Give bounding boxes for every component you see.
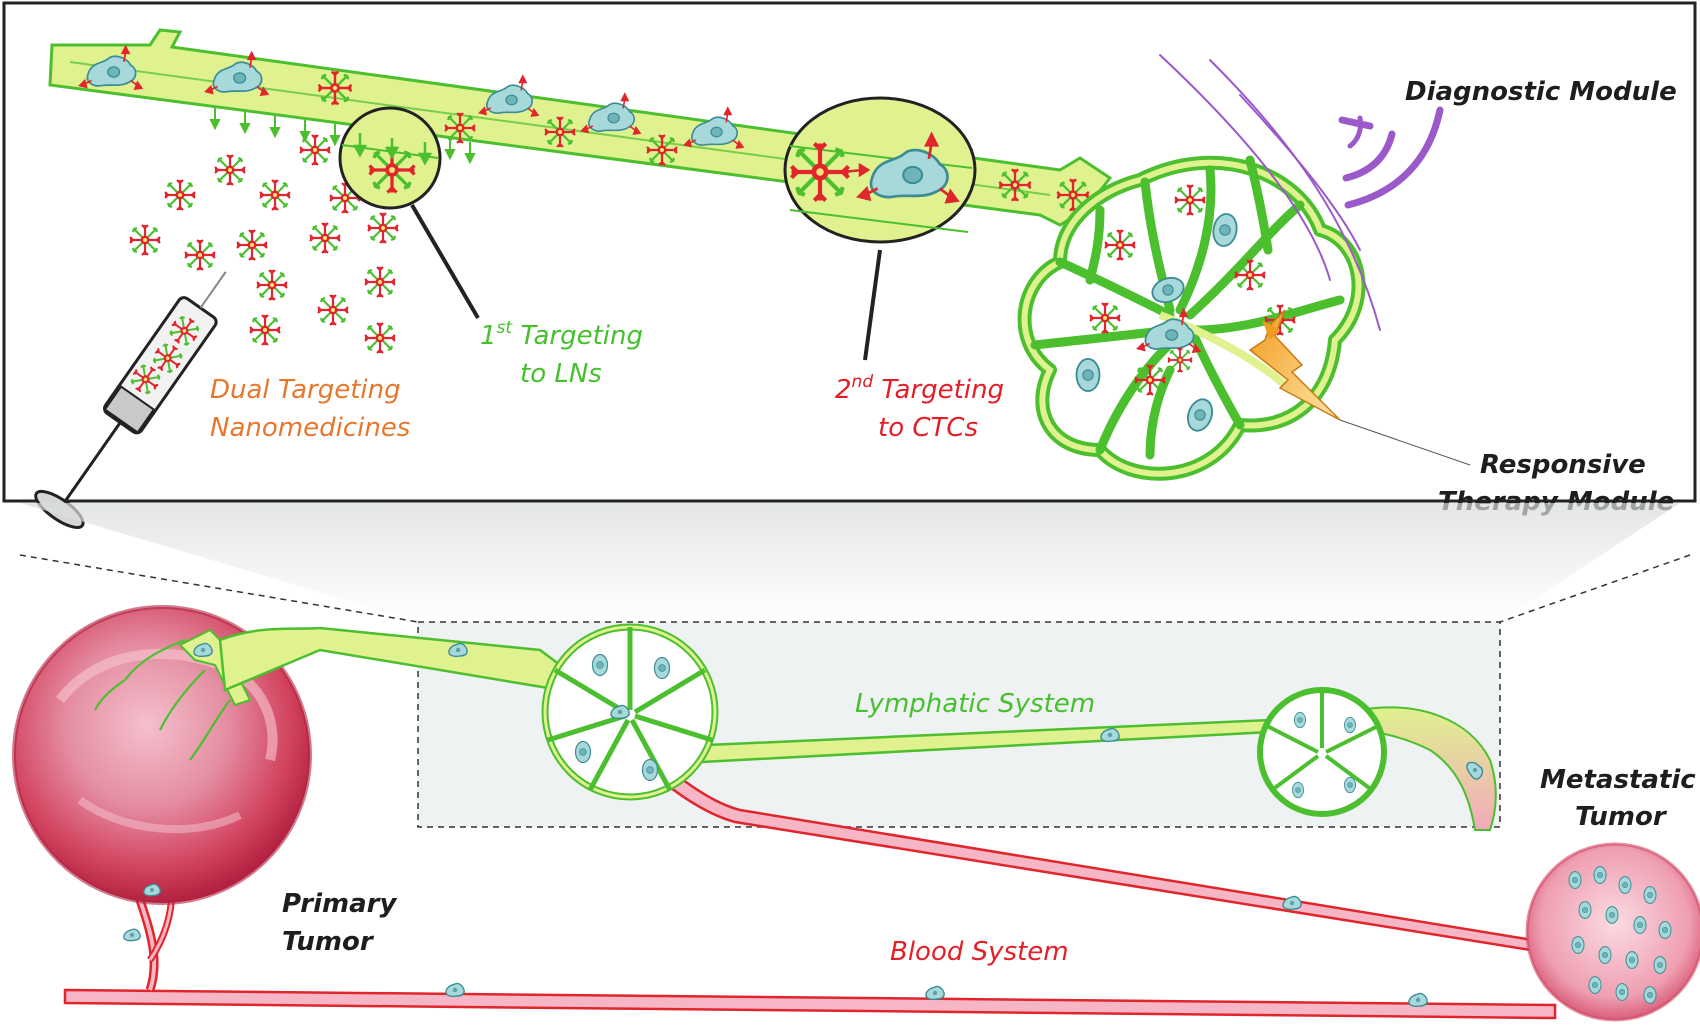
bottom-panel: Lymphatic System Metastatic Tumor Primar… [12, 605, 1700, 1022]
lymph-node-icon [1017, 155, 1366, 481]
metastatic-tumor-icon [1525, 842, 1700, 1022]
dual-targeting-line1: Dual Targeting [210, 375, 401, 405]
nanoparticle-icon [645, 133, 679, 167]
responsive-line1: Responsive [1480, 450, 1646, 480]
primary-tumor-line1: Primary [282, 889, 397, 919]
zoom-circle-2 [783, 96, 977, 361]
diagnostic-wave-icon [1159, 54, 1444, 331]
second-targeting-line2: to CTCs [878, 413, 978, 443]
primary-tumor-line2: Tumor [282, 927, 375, 957]
nanoparticle-icon [998, 168, 1032, 202]
lymphatic-system-label: Lymphatic System [855, 689, 1095, 719]
nanoparticle-icon [317, 70, 353, 106]
zoom-connector [19, 503, 1691, 623]
metastatic-tumor-line2: Tumor [1575, 802, 1668, 832]
second-targeting-line1: 2nd Targeting [835, 372, 1004, 405]
lymph-node-bottom-1 [541, 623, 719, 801]
zoom-circle-1 [338, 106, 480, 320]
dual-targeting-line2: Nanomedicines [210, 413, 410, 443]
diagnostic-module-label: Diagnostic Module [1405, 77, 1677, 107]
nanoparticle-icon [443, 111, 477, 145]
metastatic-tumor-line1: Metastatic [1540, 765, 1696, 795]
blood-system-label: Blood System [890, 937, 1069, 967]
lymph-node-bottom-2 [1257, 687, 1387, 817]
first-targeting-line2: to LNs [520, 359, 602, 389]
nanoparticle-icon [543, 115, 577, 149]
lightning-bolt-icon [1248, 309, 1471, 466]
first-targeting-line1: 1st Targeting [480, 318, 643, 351]
top-panel: Diagnostic Module Dual Targeting Nanomed… [2, 1, 1697, 529]
